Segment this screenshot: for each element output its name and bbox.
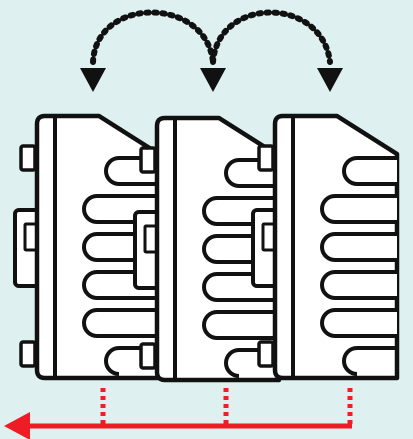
arrowhead-down-2 (200, 68, 226, 92)
module-3 (253, 116, 397, 378)
arrowhead-down-3 (317, 68, 343, 92)
swap-arrow-1-2 (90, 9, 216, 65)
swap-arrow-2-3 (210, 9, 333, 65)
cooling-module-icon (253, 116, 397, 378)
arrowhead-down-1 (80, 68, 106, 92)
direction-arrowhead-left (4, 412, 30, 439)
